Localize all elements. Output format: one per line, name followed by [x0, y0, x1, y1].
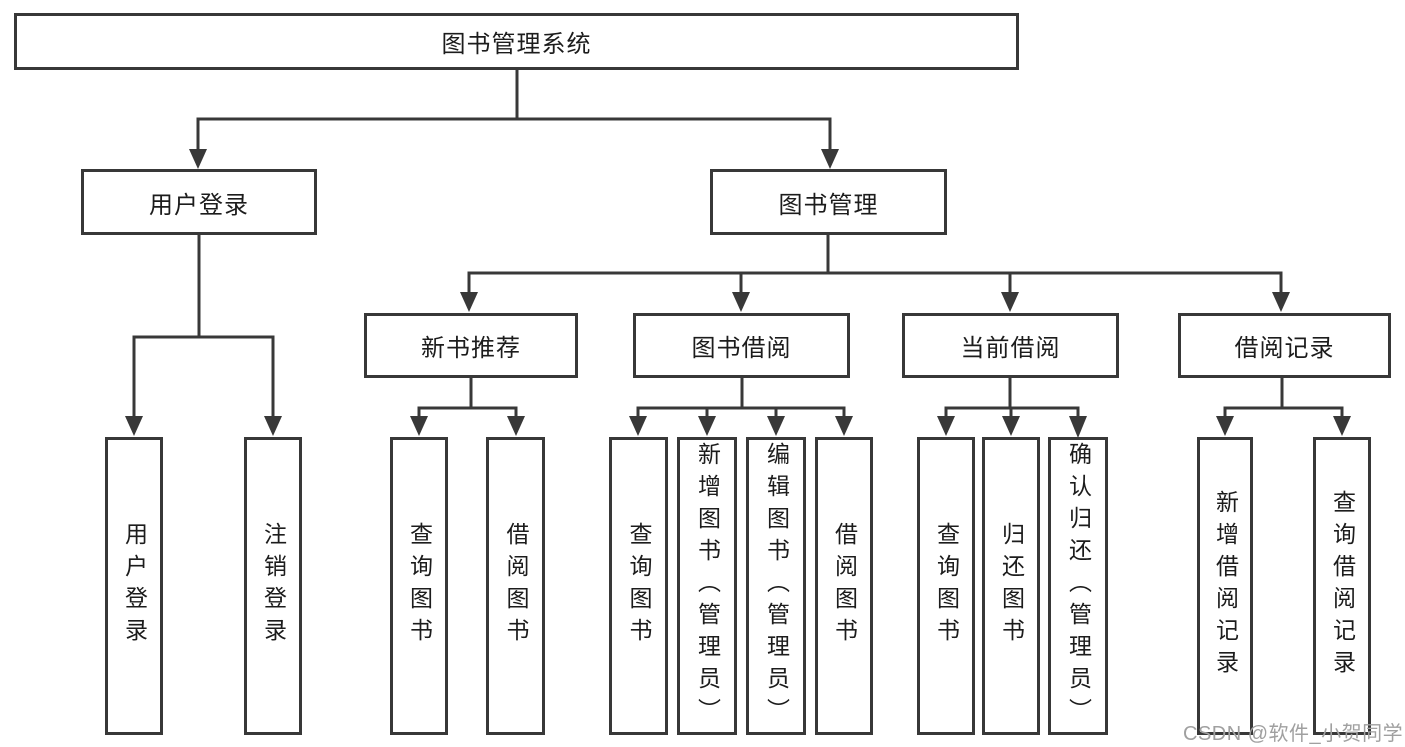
connector-book-borrowing-children — [629, 378, 853, 436]
node-user-login-label: 用户登录 — [149, 191, 249, 219]
leaf-query-book-2: 查询图书 — [609, 437, 668, 735]
connector-user-login-children — [125, 235, 282, 436]
arrowhead — [629, 416, 647, 436]
arrowhead — [460, 292, 478, 312]
arrowhead — [1216, 416, 1234, 436]
node-book-borrowing: 图书借阅 — [633, 313, 850, 378]
leaf-confirm-return-admin: 确认归还（管理员） — [1048, 437, 1108, 735]
arrowhead — [767, 416, 785, 436]
arrowhead — [1333, 416, 1351, 436]
connector-book-management-children — [460, 235, 1290, 312]
leaf-add-book-admin-label: 新增图书（管理员） — [694, 442, 721, 730]
leaf-borrow-book-2-label: 借阅图书 — [831, 522, 858, 650]
node-new-book-recommend: 新书推荐 — [364, 313, 578, 378]
leaf-return-book: 归还图书 — [982, 437, 1040, 735]
arrowhead — [821, 149, 839, 169]
arrowhead — [125, 416, 143, 436]
leaf-logout-label: 注销登录 — [260, 522, 287, 650]
connector-new-book-recommend-children — [410, 378, 525, 436]
node-current-borrowing-label: 当前借阅 — [960, 335, 1061, 362]
node-current-borrowing: 当前借阅 — [902, 313, 1119, 378]
arrowhead — [1069, 416, 1087, 438]
node-book-management: 图书管理 — [710, 169, 947, 235]
leaf-return-book-label: 归还图书 — [998, 522, 1025, 650]
node-borrowing-records: 借阅记录 — [1178, 313, 1391, 378]
node-root-label: 图书管理系统 — [441, 31, 592, 58]
leaf-query-book-1: 查询图书 — [390, 437, 448, 735]
leaf-borrow-book-2: 借阅图书 — [815, 437, 873, 735]
arrowhead — [1002, 416, 1020, 436]
node-user-login: 用户登录 — [81, 169, 317, 235]
arrowhead — [264, 416, 282, 436]
node-new-book-recommend-label: 新书推荐 — [421, 335, 521, 362]
connector-borrowing-records-children — [1216, 378, 1351, 436]
leaf-user-login: 用户登录 — [105, 437, 163, 735]
node-book-management-label: 图书管理 — [778, 191, 879, 219]
connector-root-to-level2 — [189, 70, 839, 169]
arrowhead — [410, 416, 428, 436]
leaf-edit-book-admin: 编辑图书（管理员） — [746, 437, 806, 735]
leaf-query-book-2-label: 查询图书 — [626, 522, 652, 650]
leaf-query-book-3-label: 查询图书 — [933, 522, 960, 650]
connector-current-borrowing-children — [937, 378, 1087, 438]
arrowhead — [698, 416, 716, 436]
arrowhead — [835, 416, 853, 436]
leaf-add-borrow-record: 新增借阅记录 — [1197, 437, 1253, 735]
leaf-borrow-book-1: 借阅图书 — [486, 437, 545, 735]
leaf-query-borrow-record-label: 查询借阅记录 — [1329, 490, 1356, 682]
arrowhead — [937, 416, 955, 436]
arrowhead — [507, 416, 525, 436]
leaf-logout: 注销登录 — [244, 437, 302, 735]
leaf-confirm-return-admin-label: 确认归还（管理员） — [1065, 442, 1092, 730]
node-borrowing-records-label: 借阅记录 — [1234, 335, 1335, 362]
leaf-edit-book-admin-label: 编辑图书（管理员） — [763, 442, 790, 730]
csdn-watermark: CSDN @软件_小贺同学 — [1183, 723, 1404, 745]
leaf-query-borrow-record: 查询借阅记录 — [1313, 437, 1371, 735]
leaf-add-borrow-record-label: 新增借阅记录 — [1212, 490, 1239, 682]
leaf-borrow-book-1-label: 借阅图书 — [503, 522, 529, 650]
leaf-user-login-label: 用户登录 — [121, 522, 148, 650]
leaf-query-book-1-label: 查询图书 — [406, 522, 433, 650]
node-book-borrowing-label: 图书借阅 — [691, 335, 792, 362]
leaf-query-book-3: 查询图书 — [917, 437, 975, 735]
arrowhead — [1001, 292, 1019, 312]
node-root: 图书管理系统 — [14, 13, 1019, 70]
arrowhead — [732, 292, 750, 312]
arrowhead — [1272, 292, 1290, 312]
arrowhead — [189, 149, 207, 169]
leaf-add-book-admin: 新增图书（管理员） — [677, 437, 737, 735]
